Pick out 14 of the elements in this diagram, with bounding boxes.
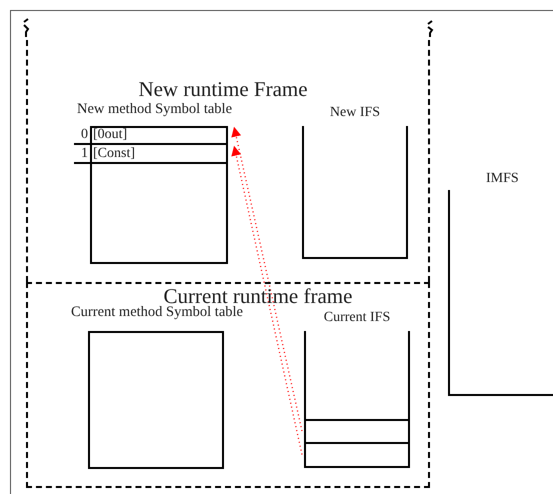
stack-heading: New IFS: [328, 106, 382, 120]
table-heading: Current method Symbol table: [70, 305, 244, 320]
frame-title: Current runtime frame: [162, 286, 354, 307]
row-index: 1: [80, 146, 88, 160]
stack-heading: IMFS: [486, 172, 519, 186]
row-index: 0: [80, 128, 88, 142]
table-row: [74, 145, 228, 164]
table-heading: New method Symbol table: [76, 102, 234, 116]
frame-title: New runtime Frame: [137, 79, 309, 100]
stack-heading: Current IFS: [322, 311, 392, 325]
row-value: [0out]: [93, 128, 128, 142]
row-value: [Const]: [93, 146, 135, 160]
table-row: [74, 126, 228, 145]
dashed-frame: [26, 282, 430, 488]
